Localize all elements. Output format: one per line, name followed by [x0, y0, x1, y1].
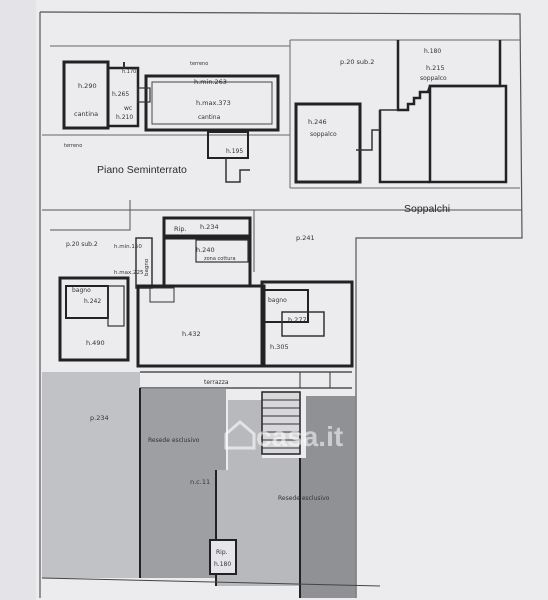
label-nc11: n.c.11 [190, 478, 210, 486]
large-cellar-inner [151, 81, 273, 125]
mezz-wall [378, 110, 430, 184]
label-h277: h.277 [288, 316, 307, 324]
large-cellar-room [144, 74, 280, 132]
door-stub [137, 87, 151, 103]
paper-left-edge [0, 0, 36, 600]
label-hmin263: h.min.263 [194, 78, 227, 86]
label-p20sub2-top: p.20 sub.2 [340, 58, 374, 66]
label-h290: h.290 [78, 82, 97, 90]
main-room-h432 [136, 284, 266, 368]
label-rip-bottom: Rip. [216, 549, 228, 556]
courtyards [41, 372, 381, 598]
label-h215: h.215 [426, 64, 445, 72]
label-soppalco-2: soppalco [310, 131, 337, 138]
mezz-room-left [294, 102, 362, 184]
courtyard-p234 [42, 372, 140, 578]
stair-main [149, 287, 175, 303]
zona-cottura-room [195, 239, 249, 263]
stair-left [107, 285, 125, 327]
ripostiglio-top [162, 216, 252, 240]
label-p20sub2-mid: p.20 sub.2 [66, 241, 98, 248]
label-h234-top: h.234 [200, 223, 219, 231]
label-resede-1: Resede esclusivo [148, 437, 200, 444]
courtyard-resede-1 [140, 388, 226, 578]
label-hmax373: h.max.373 [196, 99, 231, 107]
label-hmin150: h.min.150 [114, 244, 142, 250]
title-basement: Piano Seminterrato [97, 164, 187, 176]
label-p241: p.241 [296, 234, 315, 242]
label-h210: h.210 [116, 114, 133, 121]
frame-border [39, 11, 523, 598]
label-soppalco-1: soppalco [420, 75, 447, 82]
room-h277 [281, 311, 325, 337]
label-h195: h.195 [226, 148, 243, 155]
label-h246: h.246 [308, 118, 327, 126]
label-h490: h.490 [86, 339, 105, 347]
label-h242: h.242 [84, 298, 101, 305]
room-h305 [260, 280, 354, 368]
title-mezzanine: Soppalchi [404, 203, 450, 215]
stair-room-basement [207, 131, 249, 159]
room-h490 [58, 276, 130, 362]
ground-floor-plan [42, 200, 522, 389]
label-terreno-top: terreno [190, 61, 208, 67]
label-cantina-big: cantina [198, 114, 221, 121]
label-cantina-small: cantina [74, 110, 98, 118]
label-terrazza: terrazza [204, 379, 229, 386]
label-bagno-left: bagno [72, 287, 91, 294]
ground-bottom-line [41, 577, 381, 587]
courtyard-right [300, 396, 356, 598]
label-h305: h.305 [270, 343, 289, 351]
label-resede-2: Resede esclusivo [278, 495, 330, 502]
label-rip-top: Rip. [174, 225, 187, 233]
mezzanine-plan [289, 39, 520, 189]
ripostiglio-bottom [209, 539, 237, 575]
label-wc: wc [124, 105, 132, 112]
label-h240: h.240 [196, 246, 215, 254]
terrace-steps [299, 371, 331, 389]
house-icon [224, 420, 256, 450]
casa-it-watermark: casa.it [224, 420, 343, 452]
bagno-right-room [263, 289, 309, 323]
label-h265: h.265 [112, 91, 129, 98]
label-h180-bottom: h.180 [214, 561, 231, 568]
bagno-vertical [135, 237, 153, 289]
label-h170: h.170 [122, 69, 136, 75]
watermark-text: casa.it [256, 421, 343, 452]
label-p234: p.234 [90, 414, 109, 422]
label-terreno-bottom: terreno [64, 143, 82, 149]
stair-basement [225, 158, 250, 183]
label-zona-cottura: zona cottura [204, 256, 236, 262]
mezz-stair [356, 109, 398, 151]
mezz-room-right [428, 84, 508, 184]
central-staircase [261, 391, 301, 455]
label-h180-top: h.180 [424, 48, 441, 55]
ground-boundary-left [50, 200, 131, 231]
label-bagno-right: bagno [268, 297, 287, 304]
label-h432: h.432 [182, 330, 201, 338]
label-hmax225: h.max.225 [114, 270, 144, 276]
label-bagno-vertical: bagno [144, 258, 150, 276]
plan-labels: Piano Seminterrato Soppalchi h.290 canti… [64, 48, 450, 568]
